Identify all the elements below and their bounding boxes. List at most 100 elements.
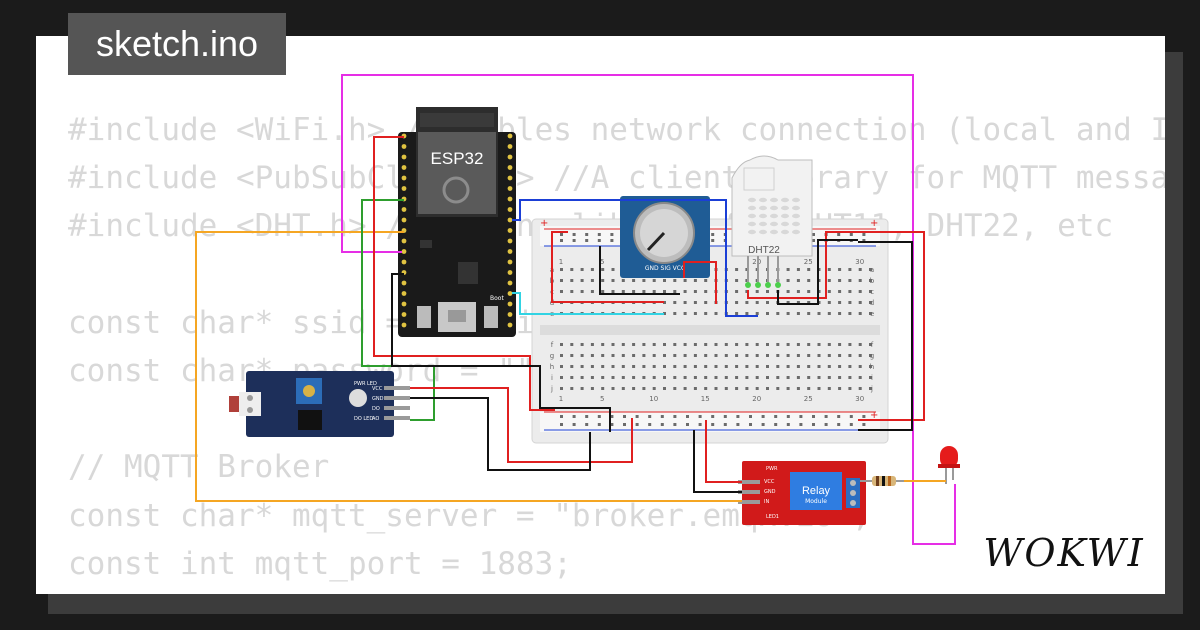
column-number: 15 xyxy=(701,395,710,403)
dht-vent xyxy=(792,197,800,203)
column-number: 30 xyxy=(855,258,864,266)
breadboard-hole xyxy=(858,354,862,357)
dht-vent xyxy=(748,197,756,203)
breadboard-hole xyxy=(714,365,718,368)
rail-hole xyxy=(560,233,563,236)
breadboard-hole xyxy=(652,279,656,282)
breadboard-hole xyxy=(632,290,636,293)
rail-hole xyxy=(862,423,866,426)
breadboard-hole xyxy=(560,354,563,357)
rail-hole xyxy=(597,423,601,426)
breadboard-hole xyxy=(704,290,708,293)
breadboard-hole xyxy=(735,312,739,315)
breadboard-hole xyxy=(838,290,842,293)
breadboard-hole xyxy=(714,354,718,357)
breadboard-hole xyxy=(683,301,687,304)
breadboard-hole xyxy=(663,365,666,368)
breadboard-hole xyxy=(652,290,656,293)
rail-hole xyxy=(660,423,664,426)
breadboard-hole xyxy=(766,376,769,379)
rail-hole xyxy=(673,415,677,418)
breadboard-hole xyxy=(693,279,697,282)
wire-black-ldr xyxy=(410,397,591,471)
breadboard-hole xyxy=(766,387,769,390)
rail-plus-label: + xyxy=(540,218,548,229)
breadboard-hole xyxy=(590,376,594,379)
breadboard-hole xyxy=(766,354,769,357)
rail-hole xyxy=(635,423,639,426)
row-letter: j xyxy=(870,385,873,393)
breadboard-hole xyxy=(735,376,739,379)
breadboard-hole xyxy=(601,279,605,282)
rail-hole xyxy=(585,423,589,426)
breadboard-hole xyxy=(745,290,749,293)
led[interactable] xyxy=(938,446,960,484)
breadboard-hole xyxy=(817,376,821,379)
breadboard-hole xyxy=(580,279,584,282)
breadboard-hole xyxy=(611,376,615,379)
breadboard-hole xyxy=(848,387,852,390)
potentiometer[interactable]: GND SIG VCC xyxy=(620,196,710,278)
rail-hole xyxy=(711,233,715,236)
rail-hole xyxy=(849,233,853,236)
breadboard-hole xyxy=(786,376,790,379)
header-pin xyxy=(507,301,513,307)
breadboard-hole xyxy=(869,301,872,304)
rail-hole xyxy=(597,233,601,236)
dht22-sensor[interactable]: DHT22 xyxy=(731,155,813,288)
breadboard-hole xyxy=(745,376,749,379)
relay-module[interactable]: Relay Module PWR LED1 VCC GND IN xyxy=(738,461,866,525)
breadboard-hole xyxy=(611,279,615,282)
rail-hole xyxy=(824,423,828,426)
breadboard-hole xyxy=(724,376,728,379)
breadboard-hole xyxy=(827,365,831,368)
rail-hole xyxy=(585,233,589,236)
breadboard-hole xyxy=(858,343,862,346)
esp32-board[interactable]: ESP32 Boot xyxy=(398,107,516,337)
breadboard-hole xyxy=(611,354,615,357)
row-letter: h xyxy=(550,363,554,371)
breadboard-hole xyxy=(590,354,594,357)
breadboard-hole xyxy=(755,376,759,379)
rail-hole xyxy=(572,415,576,418)
rail-hole xyxy=(572,423,576,426)
rail-hole xyxy=(572,233,576,236)
wire-black-dht xyxy=(777,239,858,305)
breadboard-hole xyxy=(848,312,852,315)
row-letter: b xyxy=(870,277,875,285)
rail-hole xyxy=(799,423,803,426)
breadboard-hole xyxy=(673,376,677,379)
pot-pin-labels: GND SIG VCC xyxy=(645,265,685,272)
breadboard-hole xyxy=(652,354,656,357)
rail-hole xyxy=(673,423,677,426)
breadboard-hole xyxy=(755,365,759,368)
dht-vent xyxy=(770,197,778,203)
breadboard-hole xyxy=(590,387,594,390)
rail-hole xyxy=(686,423,689,426)
breadboard-hole xyxy=(869,354,872,357)
file-tab[interactable]: sketch.ino xyxy=(68,13,286,75)
dht-vent xyxy=(759,213,767,219)
breadboard-hole xyxy=(745,365,749,368)
dht-vent xyxy=(781,221,789,227)
breadboard-hole xyxy=(580,268,584,271)
breadboard-hole xyxy=(735,387,739,390)
resistor[interactable] xyxy=(860,476,904,486)
rail-hole xyxy=(774,423,778,426)
rail-hole xyxy=(560,415,563,418)
header-pin xyxy=(507,322,513,328)
ldr-module[interactable]: PWR LED DO LED VCC GND DO AO xyxy=(229,371,410,437)
breadboard-hole xyxy=(601,290,605,293)
breadboard-hole xyxy=(848,279,852,282)
header-pin xyxy=(401,144,407,149)
dht-vent xyxy=(792,221,800,227)
breadboard-hole xyxy=(827,376,831,379)
breadboard-hole xyxy=(786,343,790,346)
breadboard-hole xyxy=(704,376,708,379)
rail-hole xyxy=(597,415,601,418)
breadboard-hole xyxy=(786,301,790,304)
header-pin xyxy=(401,291,407,296)
breadboard-hole xyxy=(755,312,759,315)
rail-hole xyxy=(711,423,715,426)
breadboard-hole xyxy=(683,376,687,379)
